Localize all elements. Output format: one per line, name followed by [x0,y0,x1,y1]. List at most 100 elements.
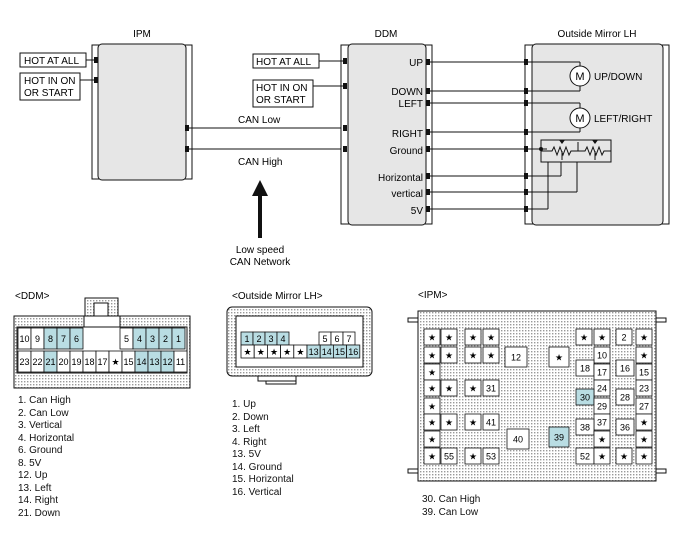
ipm-module [91,43,193,181]
ipm-star-cell: ★ [423,363,441,381]
svg-text:19: 19 [71,357,81,367]
mirror-pin-cell: 3 [264,331,278,346]
ipm-star-cell: ★ [464,346,482,364]
ipm-star-cell: ★ [423,346,441,364]
ddm-pin-cell: 23 [17,350,32,373]
ipm-star-cell: ★ [593,430,611,448]
motor-updown: M [569,65,591,87]
ipm-pin [185,125,189,131]
svg-text:★: ★ [445,384,453,394]
legend-item: 2. Down [232,411,269,423]
svg-text:10: 10 [19,334,29,344]
svg-text:3: 3 [268,334,273,344]
ipm-title: IPM [133,29,151,40]
svg-text:23: 23 [19,357,29,367]
mirror-pin-cell: ★ [266,344,281,359]
ipm-star-cell: ★ [423,328,441,346]
svg-text:★: ★ [598,452,606,462]
svg-text:★: ★ [445,333,453,343]
ipm-star-cell: ★ [423,447,441,465]
svg-text:★: ★ [428,418,436,428]
junction-dot [539,147,543,151]
ipm-star-cell: ★ [464,328,482,346]
svg-text:★: ★ [428,333,436,343]
ipm-star-cell: ★ [440,328,458,346]
svg-text:21: 21 [45,357,55,367]
mirror-pin-cell: 15 [332,344,347,359]
svg-text:★: ★ [428,351,436,361]
ipm-star-cell: ★ [482,346,500,364]
svg-text:41: 41 [486,418,496,428]
ipm-pin-cell: 2 [615,328,633,346]
svg-text:11: 11 [176,357,185,367]
ipm-star-cell: ★ [423,413,441,431]
ipm-pin-cell: 29 [593,397,611,415]
legend-item: 4. Right [232,436,267,448]
svg-text:53: 53 [486,452,496,462]
svg-text:★: ★ [428,368,436,378]
hot-in-on-box [19,72,81,101]
ipm-pin-cell: 12 [504,346,528,368]
svg-text:23: 23 [639,384,649,394]
svg-text:★: ★ [111,357,119,367]
ipm-hot-at-all: HOT AT ALL [24,56,79,67]
ipm-star-cell: ★ [440,379,458,397]
ddm-pin-cell: 1 [171,327,186,350]
wiper-arrow [559,140,565,144]
svg-text:15: 15 [639,368,649,378]
ddm-pin-cell: ★ [108,350,123,373]
svg-text:18: 18 [84,357,94,367]
ddm-pin-cell: 8 [43,327,58,350]
svg-text:12: 12 [511,353,521,363]
mirror-left-pins [524,59,528,212]
ddm-pin-cell: 17 [95,350,110,373]
legend-item: 14. Right [18,495,59,506]
svg-text:★: ★ [270,347,278,357]
svg-text:2: 2 [621,333,626,343]
svg-text:40: 40 [513,435,523,445]
ipm-pin-cell: 40 [506,428,530,450]
ipm-star-cell: ★ [464,379,482,397]
legend-item: 2. Can Low [18,407,69,419]
ddm-pin-cell: 9 [30,327,45,350]
ddm-pin-cell: 5 [119,327,134,350]
svg-text:★: ★ [445,351,453,361]
ddm-hot-in-on-box [252,79,314,108]
ipm-star-cell: ★ [423,397,441,415]
ddm-pin-cell: 15 [121,350,136,373]
legend-item: 15. Horizontal [232,474,294,485]
svg-text:5: 5 [322,334,327,344]
svg-text:2: 2 [256,334,261,344]
can-low-label: CAN Low [238,115,281,126]
svg-text:18: 18 [580,364,590,374]
network-label-1: Low speed [236,245,284,256]
ddm-pin [343,125,347,131]
ipm-star-cell: ★ [615,447,633,465]
svg-text:15: 15 [335,347,345,357]
ipm-pin-cell: 10 [593,346,611,364]
ipm-pin-cell: 37 [593,413,611,431]
mirror-title: Outside Mirror LH [558,29,637,40]
ipm-star-cell: ★ [464,413,482,431]
svg-text:12: 12 [162,357,172,367]
svg-text:M: M [575,71,584,83]
svg-text:★: ★ [580,333,588,343]
svg-text:1: 1 [244,334,249,344]
mirror-pin-cell: ★ [280,344,295,359]
ddm-pin-cell: 10 [17,327,32,350]
mirror-pin-cell: ★ [253,344,268,359]
svg-text:6: 6 [74,334,79,344]
svg-text:★: ★ [428,402,436,412]
svg-text:★: ★ [640,435,648,445]
svg-text:★: ★ [640,418,648,428]
ipm-star-cell: ★ [440,346,458,364]
ipm-pin-cell: 41 [482,413,500,431]
svg-text:★: ★ [469,351,477,361]
svg-text:4: 4 [280,334,285,344]
ipm-star-cell: ★ [593,328,611,346]
legend-item: 21. Down [18,507,61,519]
ipm-pin-cell: 36 [615,418,635,436]
